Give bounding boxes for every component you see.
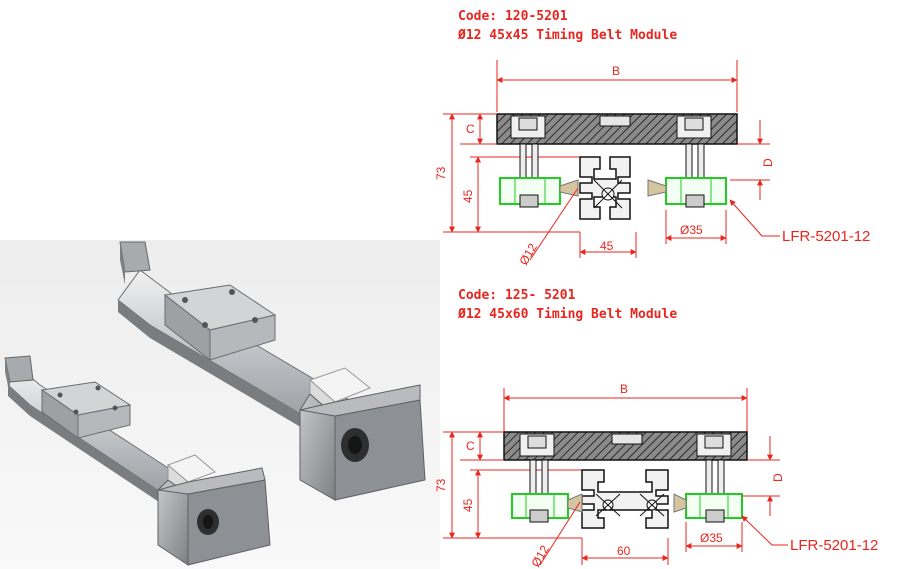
dim-o12-1: Ø12 [516,241,540,268]
dim-o35-1: Ø35 [680,223,703,237]
dim-45h-1: 45 [600,239,614,253]
dim-73-2: 73 [434,478,448,492]
part-label-2: LFR-5201-12 [790,537,878,554]
profile-45x45 [579,156,631,220]
dim-o35-2: Ø35 [700,531,723,545]
module-photo [0,240,440,569]
technical-drawings: B C 73 45 [434,60,878,569]
large-module [117,241,426,501]
small-module [4,355,271,566]
dim-c-1: C [466,122,475,136]
module-1-code: Code: 120-5201 [458,9,568,24]
dim-d-2: D [771,473,785,482]
dim-b-2: B [620,382,628,396]
module-2-name: Ø12 45x60 Timing Belt Module [458,307,678,322]
dim-o12-2: Ø12 [528,543,552,569]
dim-45v-2: 45 [461,498,475,512]
dim-d-1: D [761,158,775,167]
dim-45v-1: 45 [461,189,475,203]
profile-45x60 [581,469,669,529]
module-1-name: Ø12 45x45 Timing Belt Module [458,28,678,43]
dim-73-1: 73 [434,166,448,180]
drawing-45x60: B C 73 45 [434,382,878,569]
drawing-45x45: B C 73 45 [434,60,870,268]
dim-60-2: 60 [617,544,631,558]
module-2-code: Code: 125- 5201 [458,288,576,303]
dim-b-1: B [612,64,620,78]
part-label-1: LFR-5201-12 [782,228,870,245]
dim-c-2: C [466,439,475,453]
